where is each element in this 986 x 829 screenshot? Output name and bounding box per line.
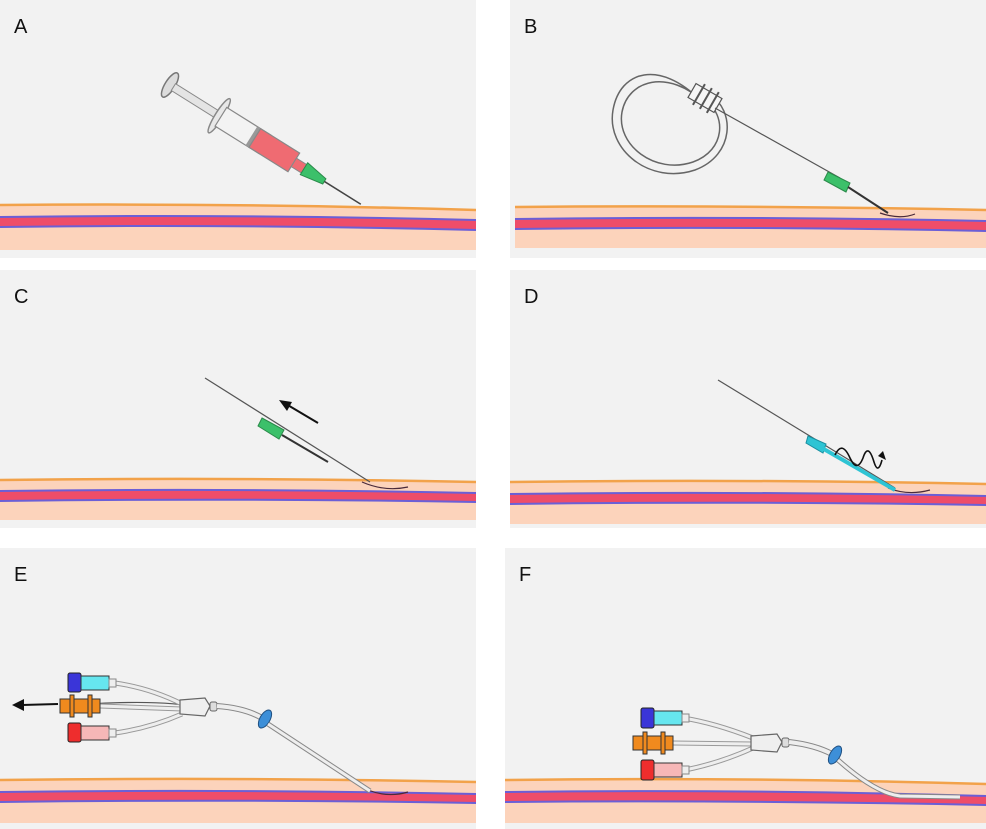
- panel-f-drawing: [505, 707, 986, 823]
- panel-b-drawing: [514, 73, 986, 248]
- panel-b-guidewire-insertion: B: [510, 0, 986, 258]
- lumen-port-orange: [632, 731, 674, 755]
- panel-label-d: D: [524, 286, 539, 308]
- skin-and-vessel: [0, 203, 476, 250]
- panel-e-drawing: [0, 672, 476, 823]
- panel-label-f: F: [519, 564, 532, 586]
- skin-and-vessel: [0, 777, 476, 823]
- withdraw-arrow: [279, 400, 319, 424]
- panel-e-catheter-placement: E: [0, 548, 476, 829]
- lumen-port-blue: [67, 672, 117, 693]
- dilator: [805, 435, 896, 492]
- needle: [257, 417, 329, 463]
- panel-label-e: E: [14, 564, 28, 586]
- panel-f-catheter-in-place: F: [505, 548, 986, 829]
- syringe: [160, 72, 362, 205]
- skin-and-vessel: [0, 477, 476, 520]
- panel-label-c: C: [14, 286, 29, 308]
- guidewire: [717, 379, 931, 494]
- lumen-port-blue: [640, 707, 690, 729]
- panel-label-a: A: [14, 16, 28, 38]
- panel-c-needle-withdrawal: C: [0, 270, 476, 528]
- skin-and-vessel: [505, 777, 986, 823]
- skin-and-vessel: [514, 205, 986, 248]
- panel-a-syringe-puncture: A: [0, 0, 476, 258]
- panel-d-dilator-insertion: D: [510, 270, 986, 528]
- twist-motion-arrow: [834, 447, 886, 469]
- needle: [823, 171, 916, 218]
- skin-and-vessel: [510, 479, 986, 524]
- panel-label-b: B: [524, 16, 538, 38]
- panel-c-drawing: [0, 377, 476, 520]
- lumen-port-red: [67, 722, 117, 743]
- catheter-hub: [750, 733, 961, 800]
- lumen-port-orange: [59, 694, 101, 718]
- guidewire-loop: [611, 73, 841, 179]
- panel-a-drawing: [0, 72, 476, 250]
- catheter-hub: [179, 697, 372, 794]
- guidewire: [204, 377, 409, 490]
- catheter-extension-lines: [99, 680, 184, 736]
- guidewire-removal-arrow: [12, 699, 59, 711]
- panel-d-drawing: [510, 379, 986, 524]
- catheter-extension-lines: [672, 715, 755, 773]
- lumen-port-red: [640, 759, 690, 781]
